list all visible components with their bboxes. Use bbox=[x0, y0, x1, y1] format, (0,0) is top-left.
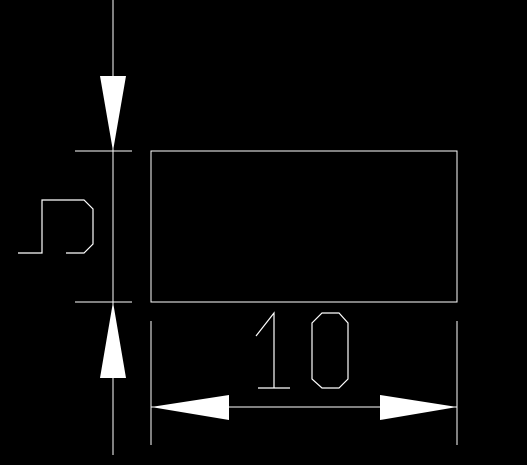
vertical-dimension-text-glyph-5 bbox=[18, 199, 94, 254]
vertical-dimension-text: 5 bbox=[18, 199, 94, 254]
rectangle-outline bbox=[150, 150, 458, 303]
vertical-dimension-top-arrowhead bbox=[100, 76, 126, 151]
horizontal-dimension-text-glyph-0 bbox=[311, 312, 349, 389]
horizontal-dimension-text-glyph-1-stroke bbox=[255, 311, 275, 388]
horizontal-dimension-text: 10 bbox=[255, 311, 349, 389]
horizontal-dimension-right-arrowhead bbox=[380, 395, 457, 420]
horizontal-dimension-left-arrowhead bbox=[151, 395, 229, 420]
vertical-dimension-bottom-arrowhead bbox=[100, 302, 126, 378]
